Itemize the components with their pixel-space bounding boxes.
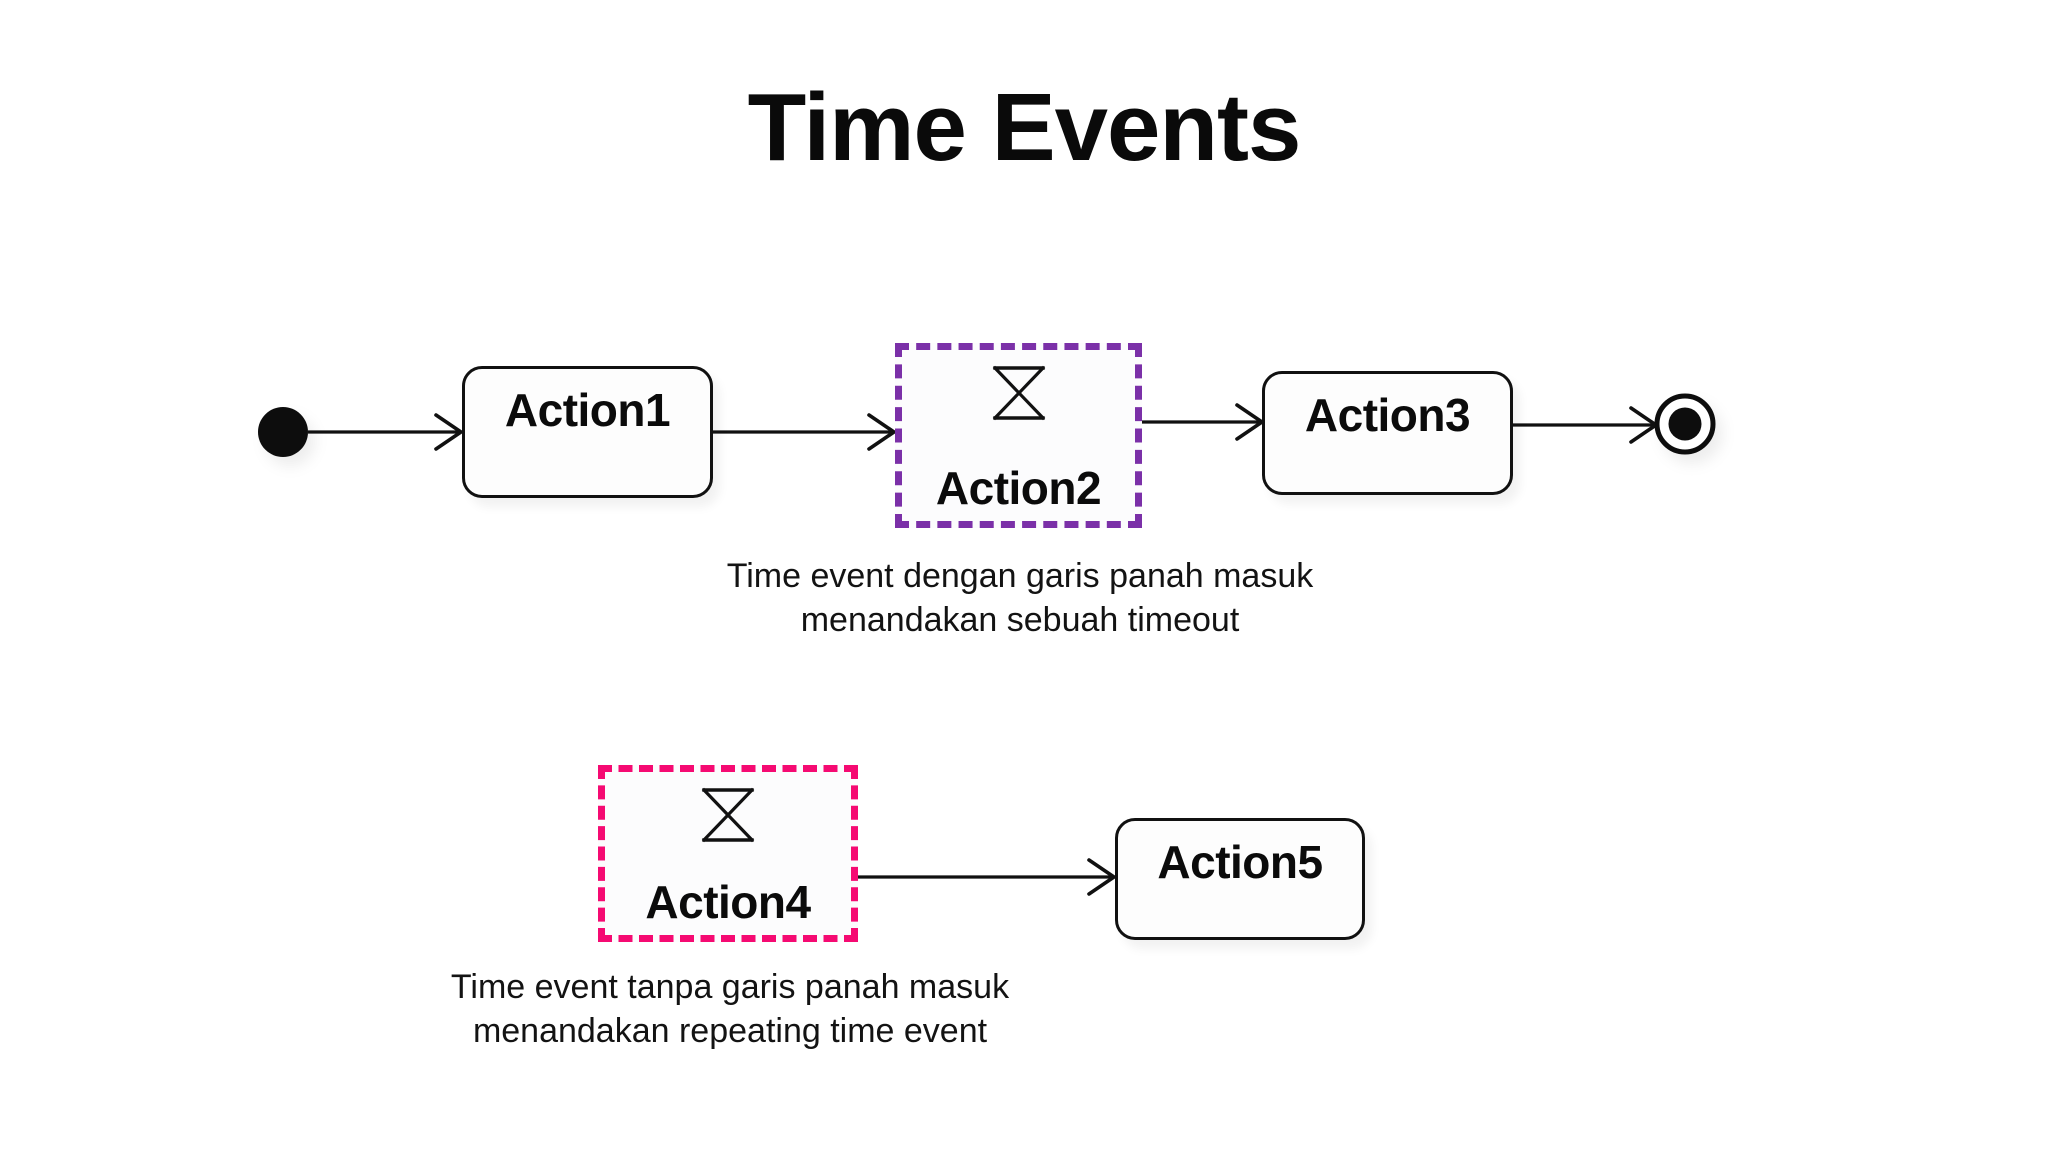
node-action5[interactable]: Action5: [1115, 818, 1365, 940]
node-action3[interactable]: Action3: [1262, 371, 1513, 495]
edge-action3-to-final: [1513, 406, 1658, 444]
node-action3-label: Action3: [1304, 389, 1471, 441]
node-action2-time-event[interactable]: Action2: [895, 343, 1142, 528]
node-action1-label: Action1: [504, 384, 671, 436]
node-action4-time-event[interactable]: Action4: [598, 765, 858, 942]
initial-node: [258, 407, 308, 457]
edge-action2-to-action3: [1142, 403, 1264, 441]
hourglass-icon: [697, 784, 759, 851]
caption-repeating: Time event tanpa garis panah masuk menan…: [450, 968, 1010, 1051]
edge-action1-to-action2: [713, 413, 896, 451]
node-action1[interactable]: Action1: [462, 366, 713, 498]
node-action4-label: Action4: [645, 876, 811, 928]
node-action2-label: Action2: [935, 462, 1102, 514]
caption-timeout: Time event dengan garis panah masuk mena…: [726, 557, 1314, 640]
edge-action4-to-action5: [846, 858, 1116, 896]
node-action5-label: Action5: [1157, 836, 1323, 888]
final-node: [1654, 393, 1716, 455]
page-title: Time Events: [747, 74, 1302, 181]
hourglass-icon: [988, 362, 1050, 429]
edge-initial-to-action1: [308, 413, 463, 451]
